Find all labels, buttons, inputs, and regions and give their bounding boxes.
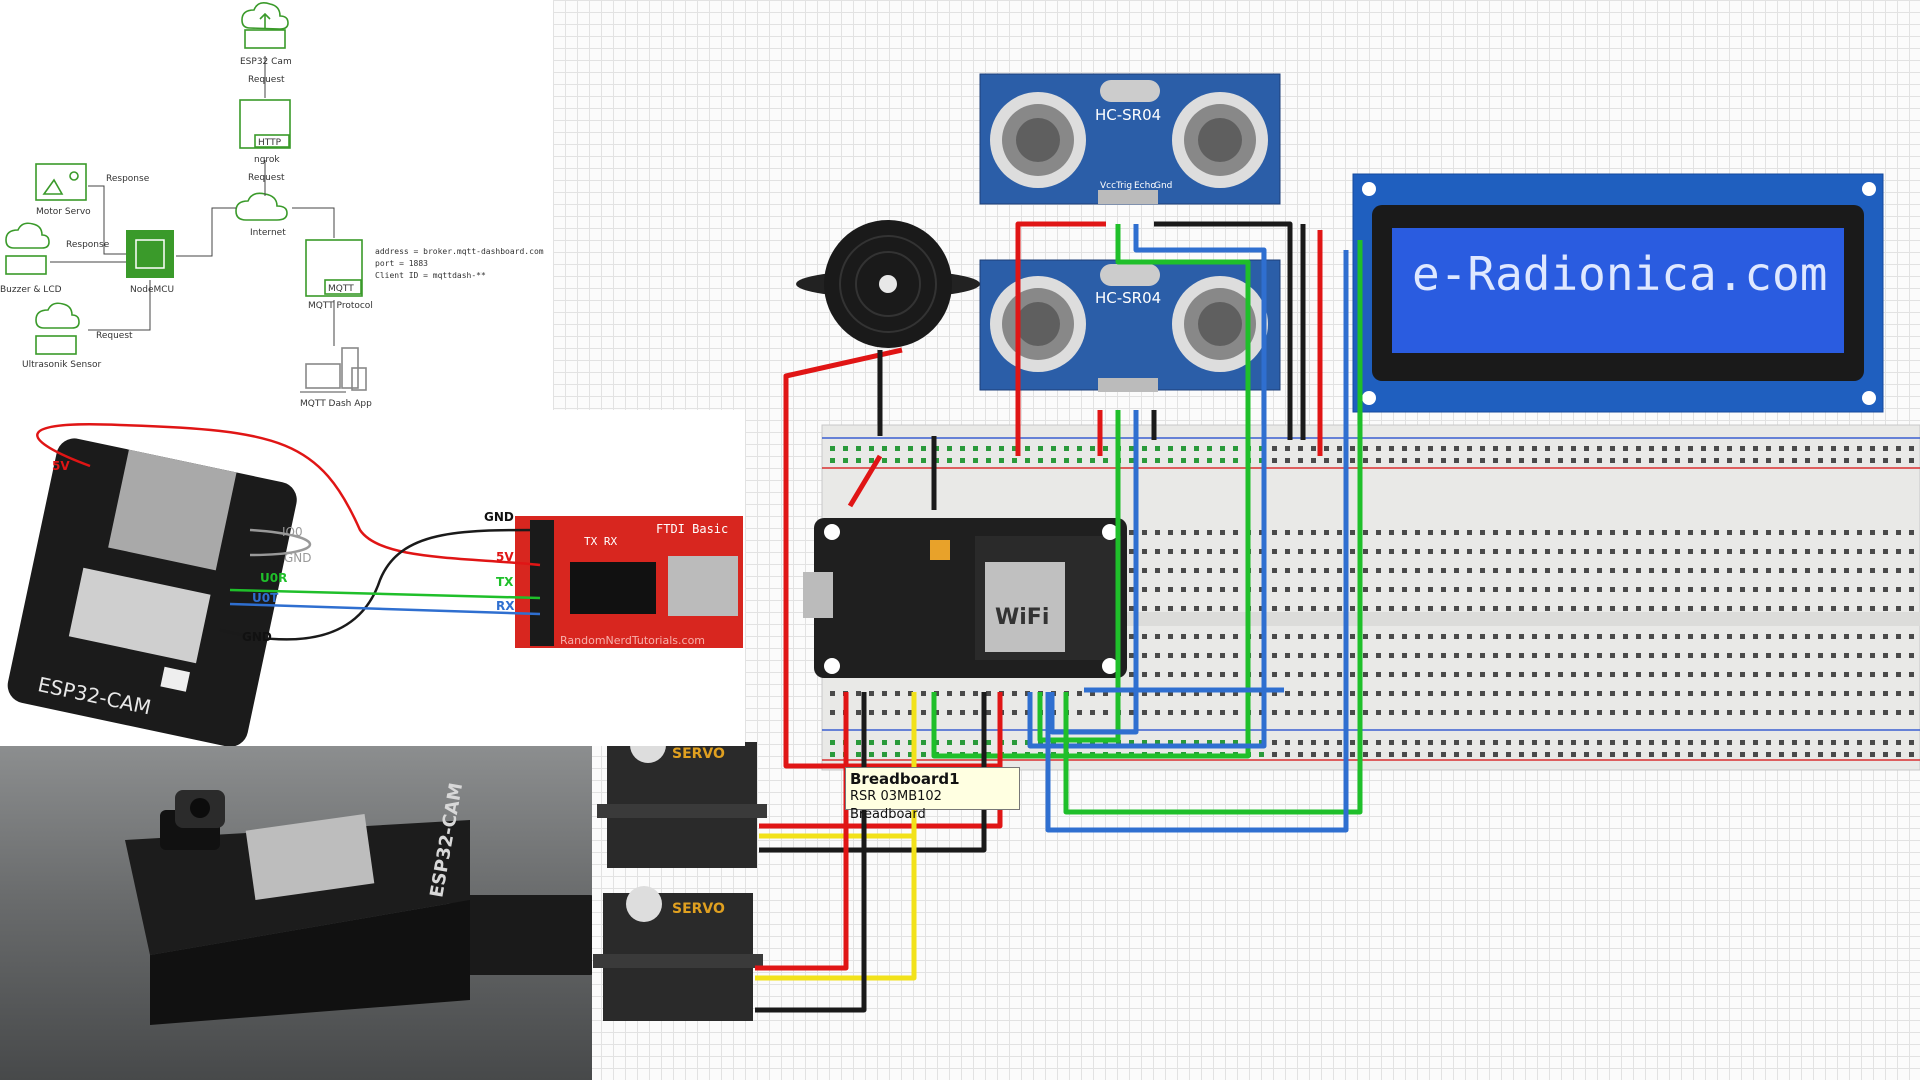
hcsr04-sensor-1: HC-SR04 <box>979 73 1281 205</box>
buzzer-lcd-label: Buzzer & LCD <box>0 285 62 295</box>
internet-label: Internet <box>250 228 286 238</box>
label-gnd-ftdi: GND <box>484 510 514 524</box>
sensor1-pin-echo: Echo <box>1134 181 1156 191</box>
flow-diagram-svg: ESP32 Cam Request HTTP ngrok Request Int… <box>0 2 544 409</box>
esp32cam-wiring-svg: ESP32-CAM FTDI Basic TX RX RandomNerdTut… <box>7 423 743 746</box>
label-5v-ftdi: 5V <box>496 550 514 564</box>
label-gnd-cam: GND <box>242 630 272 644</box>
esp32cam-photo: ESP32-CAM <box>0 746 592 1080</box>
lcd-text: e-Radionica.com <box>1412 247 1827 301</box>
ftdi-basic-board: FTDI Basic TX RX RandomNerdTutorials.com <box>515 516 743 648</box>
nodemcu-board: WiFi <box>803 518 1127 678</box>
photo-board-base <box>150 900 470 1025</box>
system-flow-diagram: ESP32 Cam Request HTTP ngrok Request Int… <box>0 0 553 411</box>
label-rx: RX <box>496 599 515 613</box>
ftdi-watermark: RandomNerdTutorials.com <box>560 634 705 647</box>
buzzer-lcd-icon <box>5 222 50 249</box>
ftdi-txrx-label: TX RX <box>584 535 617 548</box>
tooltip-title: Breadboard1 <box>850 770 960 788</box>
label-u0t: U0T <box>252 591 279 605</box>
label-5v-left: 5V <box>52 459 70 473</box>
sensor1-pin-vcc: Vcc <box>1100 181 1116 191</box>
ultrasonic-label: Ultrasonik Sensor <box>22 360 101 370</box>
http-label: HTTP <box>258 138 282 148</box>
mqtt-dash-laptop-icon <box>300 347 367 393</box>
sensor1-pin-gnd: Gnd <box>1154 181 1172 191</box>
esp32cam-cloud-icon <box>241 2 289 49</box>
tooltip-subtitle: RSR 03MB102 Breadboard <box>850 789 942 822</box>
nodemcu-chip-icon <box>126 230 174 278</box>
nodemcu-wifi-label: WiFi <box>995 605 1049 630</box>
mqtt-box-icon <box>305 239 363 297</box>
servo-1: SERVO <box>597 727 767 868</box>
label-io0: IO0 <box>282 525 303 539</box>
breadboard-wiring-diagram: HC-SR04 HC-SR04 Vcc Trig Echo Gnd e-Radi… <box>553 0 1920 1080</box>
breadboard-tooltip: Breadboard1 RSR 03MB102 Breadboard <box>845 767 1020 822</box>
sensor1-pin-trig: Trig <box>1115 181 1132 191</box>
sensor2-label: HC-SR04 <box>1095 289 1161 307</box>
servo2-label: SERVO <box>672 901 725 917</box>
esp32cam-board: ESP32-CAM <box>7 438 297 746</box>
mqtt-protocol-label: MQTT Protocol <box>308 301 373 311</box>
response-label-1: Response <box>106 174 150 184</box>
esp32cam-photo-svg: ESP32-CAM <box>125 781 592 1025</box>
internet-cloud-icon <box>235 192 288 221</box>
esp32cam-ftdi-wiring: ESP32-CAM FTDI Basic TX RX RandomNerdTut… <box>0 410 745 746</box>
sensor1-label: HC-SR04 <box>1095 106 1161 124</box>
motor-servo-label: Motor Servo <box>36 207 91 217</box>
ngrok-label: ngrok <box>254 155 280 165</box>
ftdi-title: FTDI Basic <box>656 522 728 536</box>
buzzer-icon <box>796 220 980 348</box>
request-label-1: Request <box>248 75 285 85</box>
http-box-icon <box>239 99 291 149</box>
esp32cam-label: ESP32 Cam <box>240 57 292 67</box>
label-u0r: U0R <box>260 571 287 585</box>
label-gnd-io0: GND <box>284 551 312 565</box>
usb-cable <box>450 895 592 975</box>
motor-servo-icon <box>35 163 87 201</box>
nodemcu-label: NodeMCU <box>130 285 174 295</box>
servo-2: SERVO <box>593 886 763 1021</box>
label-tx: TX <box>496 575 514 589</box>
mqtt-label: MQTT <box>328 284 354 294</box>
request-label-2: Request <box>248 173 285 183</box>
mqtt-dash-label: MQTT Dash App <box>300 399 372 409</box>
ultrasonic-sensor-icon <box>35 302 80 329</box>
hcsr04-sensor-2: HC-SR04 <box>979 259 1281 392</box>
response-label-2: Response <box>66 240 110 250</box>
config-line-3: Client ID = mqttdash-** <box>375 271 486 280</box>
servo1-label: SERVO <box>672 746 725 762</box>
breadboard-svg: HC-SR04 HC-SR04 Vcc Trig Echo Gnd e-Radi… <box>593 73 1920 1021</box>
config-line-1: address = broker.mqtt-dashboard.com <box>375 247 544 256</box>
lcd-display: e-Radionica.com <box>1352 173 1884 413</box>
config-line-2: port = 1883 <box>375 259 428 268</box>
request-label-3: Request <box>96 331 133 341</box>
